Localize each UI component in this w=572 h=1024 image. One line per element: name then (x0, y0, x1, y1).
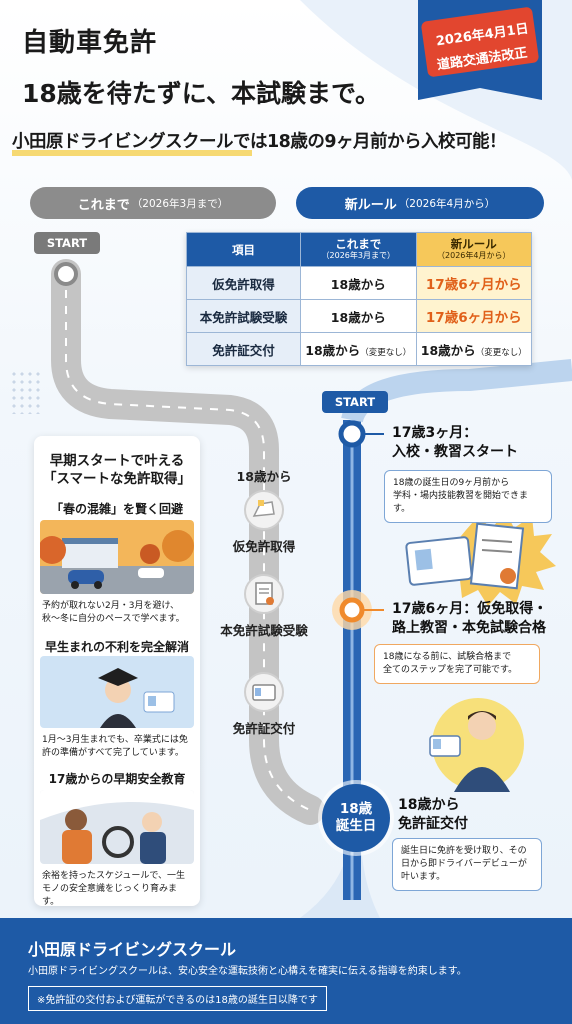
pill-before: これまで （2026年3月まで） (30, 187, 276, 219)
start-badge-blue: START (322, 391, 388, 413)
exam-document-icon (244, 574, 284, 614)
comparison-table: 項目 これまで（2026年3月まで） 新ルール（2026年4月から） 仮免許取得… (186, 232, 532, 366)
row-label: 免許証交付 (186, 332, 301, 366)
card-title-line2: 「スマートな免許取得」 (42, 471, 192, 487)
autumn-school-illustration (40, 520, 194, 594)
gray-step-permit: 仮免許取得 (232, 539, 296, 554)
footer-title: 小田原ドライビングスクール (28, 940, 237, 959)
milestone-permit-note: 18歳になる前に、試験合格まで 全てのステップを完了可能です。 (374, 644, 540, 684)
section-heading: 17歳からの早期安全教育 (48, 772, 186, 786)
section-text: 1月〜3月生まれでも、卒業式には免 許の準備がすべて完了しています。 (42, 735, 188, 758)
row-label: 本免許試験受験 (186, 299, 301, 333)
birthday-node: 18歳 誕生日 (322, 784, 390, 852)
start-badge-gray: START (34, 232, 100, 254)
milestone-enroll-title: 17歳3ヶ月： 入校・教習スタート (392, 425, 518, 460)
gray-road-centerline (65, 274, 311, 811)
blue-start-node (338, 420, 366, 448)
table-row: 免許証交付 18歳から（変更なし） 18歳から（変更なし） (186, 332, 532, 366)
gray-step-license: 免許証交付 (232, 721, 296, 736)
row-after: 17歳6ヶ月から (415, 266, 532, 300)
row-before: 18歳から (300, 299, 417, 333)
row-label: 仮免許取得 (186, 266, 301, 300)
row-after: 17歳6ヶ月から (415, 299, 532, 333)
page-title-line2: 18歳を待たずに、本試験まで。 (22, 79, 381, 108)
graduate-illustration (40, 656, 194, 728)
footer-bar (0, 918, 572, 1024)
gray-start-node (54, 262, 78, 286)
law-ribbon-badge (418, 0, 542, 100)
section-text: 余裕を持ったスケジュールで、一生 モノの安全意識をじっくり育みます。 (42, 871, 186, 907)
page-title-line1: 自動車免許 (22, 28, 158, 58)
footer-text: 小田原ドライビングスクールは、安心安全な運転技術と心構えを確実に伝える指導を約束… (28, 966, 467, 977)
milestone-license-title: 18歳から 免許証交付 (398, 797, 468, 832)
birthday-age: 18歳 (339, 801, 373, 817)
gray-age-label: 18歳から (236, 469, 292, 484)
driving-lesson-illustration (40, 790, 194, 864)
pill-after: 新ルール （2026年4月から） (296, 187, 544, 219)
table-row: 本免許試験受験 18歳から 17歳6ヶ月から (186, 299, 532, 333)
card-title-line1: 早期スタートで叶える (49, 453, 185, 469)
driver-with-license-illustration (429, 698, 524, 792)
header-item: 項目 (186, 232, 301, 267)
section-text: 予約が取れない2月・3月を避け、 秋〜冬に自分のペースで学べます。 (42, 601, 185, 624)
table-header-row: 項目 これまで（2026年3月まで） 新ルール（2026年4月から） (186, 232, 532, 267)
section-heading: 「春の混雑」を賢く回避 (50, 502, 183, 516)
section-heading: 早生まれの不利を完全解消 (44, 640, 189, 654)
row-before: 18歳から（変更なし） (300, 332, 417, 366)
permit-icon (244, 490, 284, 530)
license-documents-icon (405, 522, 525, 590)
pill-before-sub: （2026年3月まで） (131, 197, 229, 210)
birthday-label: 誕生日 (335, 818, 377, 834)
subtitle-highlight (12, 150, 252, 156)
milestone-enroll-note: 18歳の誕生日の9ヶ月前から 学科・場内技能教習を開始できます。 (384, 470, 552, 523)
row-after: 18歳から（変更なし） (415, 332, 532, 366)
row-before: 18歳から (300, 266, 417, 300)
footer-note: ※免許証の交付および運転ができるのは18歳の誕生日以降です (28, 986, 327, 1011)
gray-step-exam: 本免許試験受験 (220, 623, 308, 638)
header-before: これまで（2026年3月まで） (300, 232, 417, 267)
pill-after-sub: （2026年4月から） (398, 197, 496, 210)
card-title: 早期スタートで叶える 「スマートな免許取得」 (34, 452, 200, 488)
table-row: 仮免許取得 18歳から 17歳6ヶ月から (186, 266, 532, 300)
milestone-permit-title: 17歳6ヶ月：仮免取得・ 路上教習・本免試験合格 (392, 601, 548, 636)
license-card-icon (244, 672, 284, 712)
header-after: 新ルール（2026年4月から） (415, 232, 532, 267)
subtitle: 小田原ドライビングスクールでは18歳の9ヶ月前から入校可能！ (12, 132, 507, 152)
decorative-dots (10, 370, 44, 414)
orange-node (339, 597, 365, 623)
milestone-license-note: 誕生日に免許を受け取り、その 日から即ドライバーデビューが 叶います。 (392, 838, 542, 891)
pill-before-label: これまで (77, 197, 130, 213)
pill-after-label: 新ルール (344, 197, 397, 213)
